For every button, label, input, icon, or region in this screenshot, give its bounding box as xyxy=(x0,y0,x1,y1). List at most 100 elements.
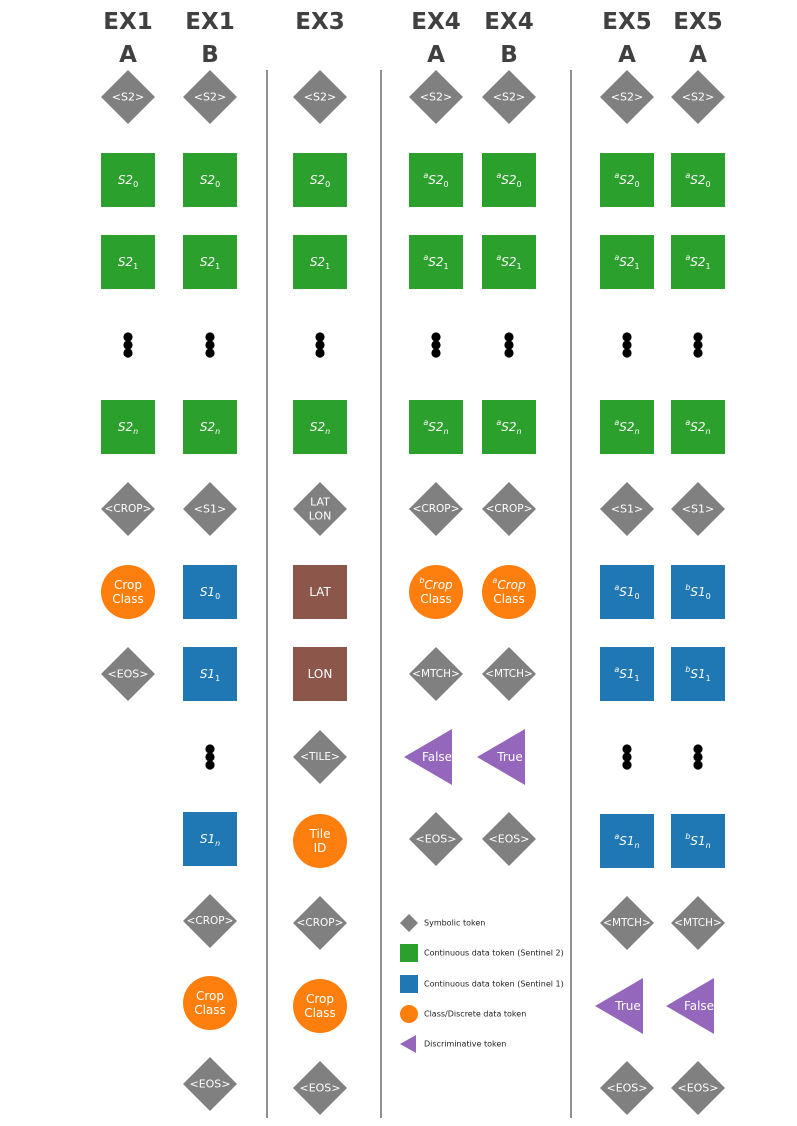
ellipsis-dot xyxy=(693,752,703,762)
token-label: <CROP> xyxy=(105,503,152,515)
ellipsis-dot xyxy=(431,340,441,350)
s2-token-shape xyxy=(482,153,536,207)
s2-token-shape xyxy=(101,153,155,207)
token-label: True xyxy=(496,750,523,764)
symbolic-token-shape xyxy=(600,896,654,950)
token-label: <CROP> xyxy=(413,503,460,515)
token-label: Crop xyxy=(196,989,224,1003)
token-dots xyxy=(504,332,514,358)
token-diamond: <EOS> xyxy=(183,1057,237,1111)
token-label: aCrop xyxy=(492,576,526,593)
symbolic-token-shape xyxy=(671,896,725,950)
token-dots xyxy=(622,744,632,770)
token-square: aS2n xyxy=(671,400,725,454)
symbolic-token-shape xyxy=(671,70,725,124)
column-5: EX4B<S2>aS20aS21aS2n<CROP>aCropClass<MTC… xyxy=(477,9,536,866)
ellipsis-dot xyxy=(693,744,703,754)
token-label: <EOS> xyxy=(677,1082,718,1095)
ellipsis-dot xyxy=(693,760,703,770)
symbolic-token-shape xyxy=(409,70,463,124)
symbolic-token-shape xyxy=(183,1057,237,1111)
token-label: LAT xyxy=(309,585,331,599)
column-title: EX1 xyxy=(185,9,234,35)
legend-label: Class/Discrete data token xyxy=(424,1010,526,1019)
legend-item: Continuous data token (Sentinel 1) xyxy=(400,975,564,993)
symbolic-token-shape xyxy=(482,812,536,866)
token-diamond: <S2> xyxy=(671,70,725,124)
symbolic-token-shape xyxy=(293,482,347,536)
ellipsis-dot xyxy=(205,332,215,342)
token-label: S21 xyxy=(310,255,330,271)
token-label: aS11 xyxy=(614,665,639,683)
class-token-shape xyxy=(293,814,347,868)
token-label: <S1> xyxy=(194,503,226,516)
token-diamond: <EOS> xyxy=(671,1061,725,1115)
s2-token-shape xyxy=(101,400,155,454)
token-label: <MTCH> xyxy=(485,668,533,680)
class-token-shape xyxy=(482,565,536,619)
token-label: aS21 xyxy=(423,253,448,271)
token-label: aS2n xyxy=(685,418,710,436)
legend-triangle-swatch xyxy=(400,1035,416,1053)
s2-token-shape xyxy=(293,153,347,207)
token-square: S21 xyxy=(183,235,237,289)
legend-item: Continuous data token (Sentinel 2) xyxy=(400,944,564,962)
token-diamond: <CROP> xyxy=(409,482,463,536)
ellipsis-dot xyxy=(123,332,133,342)
token-square: S11 xyxy=(183,647,237,701)
column-7: EX5A<S2>aS20aS21aS2n<S1>bS10bS11bS1n<MTC… xyxy=(666,9,725,1115)
s2-token-shape xyxy=(671,400,725,454)
token-label: Class xyxy=(112,592,144,606)
column-title: EX5 xyxy=(673,9,722,35)
token-label: Class xyxy=(304,1006,336,1020)
token-dots xyxy=(693,744,703,770)
token-label: aS2n xyxy=(614,418,639,436)
token-label: <EOS> xyxy=(606,1082,647,1095)
ellipsis-dot xyxy=(123,340,133,350)
discriminative-token-shape xyxy=(404,729,452,785)
token-square: aS21 xyxy=(600,235,654,289)
token-label: S2n xyxy=(200,420,220,436)
column-subtitle: A xyxy=(119,42,137,68)
legend-item: Class/Discrete data token xyxy=(400,1005,526,1023)
column-2: EX1B<S2>S20S21S2n<S1>S10S11S1n<CROP>Crop… xyxy=(183,9,237,1111)
ellipsis-dot xyxy=(622,744,632,754)
token-diamond: <CROP> xyxy=(293,896,347,950)
token-label: aS20 xyxy=(423,171,448,189)
token-label: Class xyxy=(420,592,452,606)
s1-token-shape xyxy=(183,812,237,866)
token-triangle: False xyxy=(404,729,452,785)
token-label: S21 xyxy=(118,255,138,271)
token-dots xyxy=(622,332,632,358)
token-diamond: <EOS> xyxy=(101,647,155,701)
s2-token-shape xyxy=(671,235,725,289)
token-diamond: <S2> xyxy=(409,70,463,124)
s2-token-shape xyxy=(409,153,463,207)
column-subtitle: A xyxy=(689,42,707,68)
s2-token-shape xyxy=(409,400,463,454)
token-diamond: <EOS> xyxy=(409,812,463,866)
token-dots xyxy=(205,332,215,358)
ellipsis-dot xyxy=(315,348,325,358)
symbolic-token-shape xyxy=(409,647,463,701)
class-token-shape xyxy=(409,565,463,619)
token-square: S2n xyxy=(101,400,155,454)
token-square: aS11 xyxy=(600,647,654,701)
token-label: <MTCH> xyxy=(674,917,722,929)
token-label: ID xyxy=(314,841,327,855)
s2-token-shape xyxy=(671,153,725,207)
token-diamond: <S2> xyxy=(293,70,347,124)
token-label: bS1n xyxy=(685,832,710,850)
legend-label: Symbolic token xyxy=(424,919,485,928)
token-diamond: <MTCH> xyxy=(671,896,725,950)
symbolic-token-shape xyxy=(101,70,155,124)
ellipsis-dot xyxy=(205,348,215,358)
token-diamond: <EOS> xyxy=(600,1061,654,1115)
s2-token-shape xyxy=(183,235,237,289)
ellipsis-dot xyxy=(315,340,325,350)
